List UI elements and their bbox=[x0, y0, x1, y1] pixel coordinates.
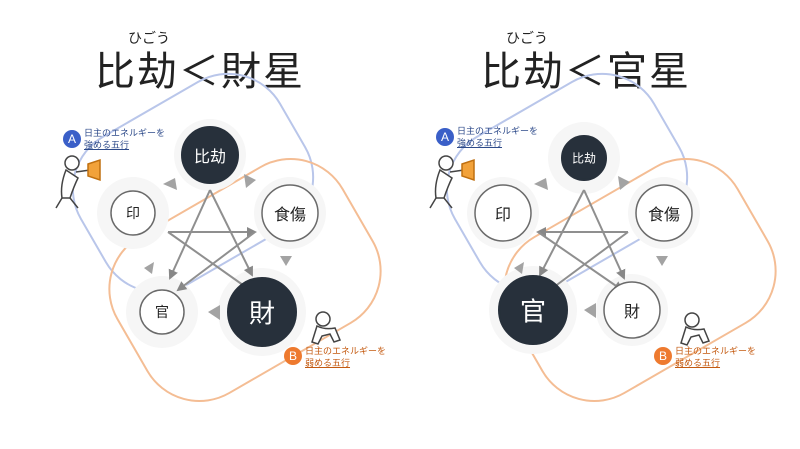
note-a-line1: 日主のエネルギーを bbox=[84, 128, 165, 140]
tired-person-icon bbox=[681, 313, 709, 345]
note-b-line1: 日主のエネルギーを bbox=[675, 346, 756, 358]
note-b: 日主のエネルギーを 弱める五行 bbox=[675, 346, 756, 370]
cheering-person-icon bbox=[430, 156, 474, 208]
note-a-line2: 強める五行 bbox=[457, 138, 538, 150]
node-in-label: 印 bbox=[495, 201, 511, 225]
cycle-diagram-svg bbox=[0, 0, 400, 449]
note-a-line2: 強める五行 bbox=[84, 140, 165, 152]
note-b-line2: 弱める五行 bbox=[305, 358, 386, 370]
badge-b: B bbox=[654, 347, 672, 365]
node-shokushou-label: 食傷 bbox=[648, 201, 680, 225]
badge-a: A bbox=[436, 128, 454, 146]
tired-person-icon bbox=[312, 312, 340, 344]
badge-b: B bbox=[284, 347, 302, 365]
node-kan-label: 官 bbox=[155, 302, 169, 322]
node-zai-label: 財 bbox=[249, 294, 275, 331]
node-shokushou-label: 食傷 bbox=[274, 201, 306, 225]
node-hikou-label: 比劫 bbox=[194, 143, 226, 167]
node-kan-label: 官 bbox=[520, 292, 546, 329]
note-a: 日主のエネルギーを 強める五行 bbox=[84, 128, 165, 152]
node-in-label: 印 bbox=[126, 203, 140, 223]
note-a: 日主のエネルギーを 強める五行 bbox=[457, 126, 538, 150]
badge-a: A bbox=[63, 130, 81, 148]
node-hikou-label: 比劫 bbox=[572, 150, 596, 167]
cheering-person-icon bbox=[56, 156, 100, 208]
right-diagram: ひごう 比劫＜官星 bbox=[400, 0, 800, 449]
node-zai-label: 財 bbox=[624, 298, 640, 322]
note-b: 日主のエネルギーを 弱める五行 bbox=[305, 346, 386, 370]
note-b-line1: 日主のエネルギーを bbox=[305, 346, 386, 358]
note-a-line1: 日主のエネルギーを bbox=[457, 126, 538, 138]
cycle-diagram-svg bbox=[400, 0, 800, 449]
note-b-line2: 弱める五行 bbox=[675, 358, 756, 370]
left-diagram: ひごう 比劫＜財星 bbox=[0, 0, 400, 449]
